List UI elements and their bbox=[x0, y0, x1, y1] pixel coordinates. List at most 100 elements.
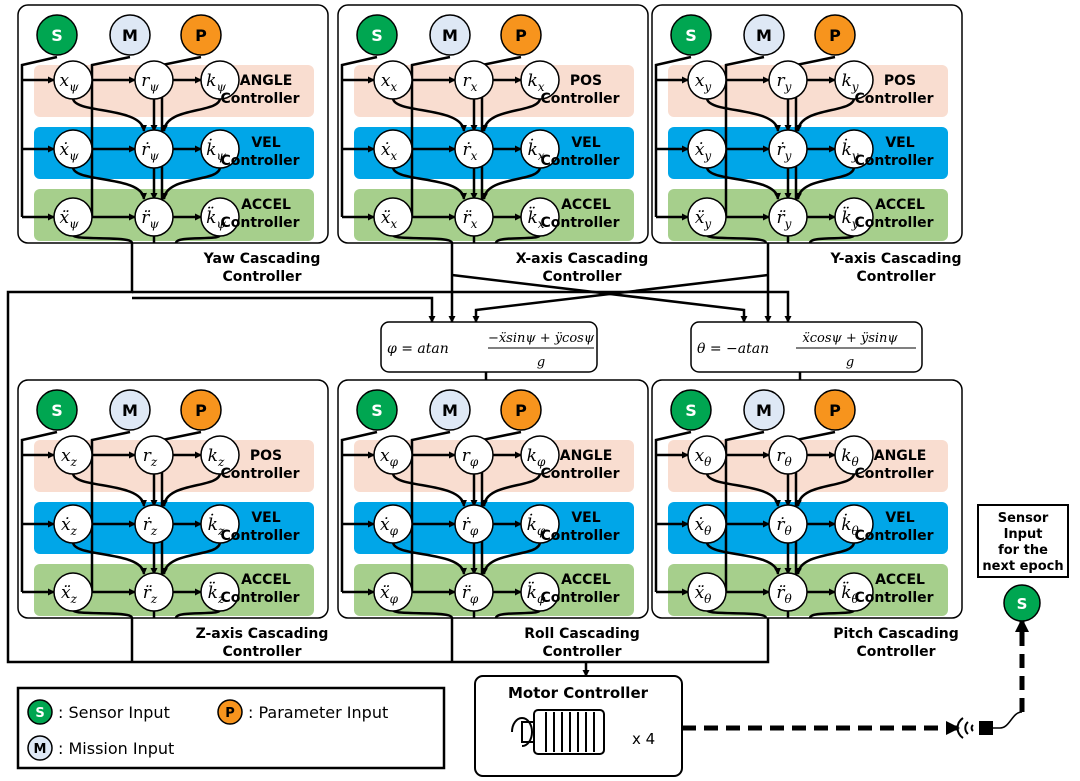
variable-node: rθ bbox=[768, 435, 808, 475]
variable-node-label: ẍz bbox=[61, 583, 78, 606]
band-label: VEL Controller bbox=[854, 135, 933, 169]
variable-node-label: k̇φ bbox=[527, 513, 546, 538]
variable-node: ẍz bbox=[53, 572, 93, 612]
band-2 bbox=[668, 189, 948, 241]
variable-node: rz bbox=[134, 435, 174, 475]
variable-node-label: ẋz bbox=[61, 515, 78, 538]
variable-node-label: k̈y bbox=[841, 206, 858, 231]
variable-node: r̈x bbox=[454, 197, 494, 237]
variable-node-label: kx bbox=[527, 71, 544, 94]
variable-node-label: ṙψ bbox=[141, 140, 159, 163]
input-node-s: S bbox=[670, 389, 712, 431]
svg-text:VEL: VEL bbox=[251, 510, 280, 526]
yaw-to-roll-wire bbox=[132, 296, 436, 323]
variable-node: ẍψ bbox=[53, 197, 93, 237]
band-2 bbox=[34, 564, 314, 616]
svg-text:Controller: Controller bbox=[540, 153, 619, 169]
input-node-s: S bbox=[36, 14, 78, 56]
variable-node-label: k̇x bbox=[527, 138, 544, 163]
variable-node-label: k̈z bbox=[208, 581, 225, 606]
variable-node: k̈x bbox=[520, 197, 560, 237]
variable-node-label: ẋθ bbox=[695, 515, 713, 538]
input-node-letter: M bbox=[442, 401, 458, 420]
variable-node-label: ry bbox=[777, 71, 792, 94]
wiring bbox=[6, 242, 1029, 735]
band-0 bbox=[34, 440, 314, 492]
svg-text:M: M bbox=[34, 742, 47, 757]
svg-text:Controller: Controller bbox=[540, 215, 619, 231]
band-2 bbox=[34, 189, 314, 241]
variable-node-label: ṙφ bbox=[462, 515, 479, 538]
motor-icon bbox=[511, 709, 605, 755]
controller-wiring bbox=[340, 55, 542, 245]
variable-node: ry bbox=[768, 60, 808, 100]
variable-node: r̈y bbox=[768, 197, 808, 237]
svg-text:Controller: Controller bbox=[542, 269, 621, 285]
variable-node-label: r̈φ bbox=[462, 583, 479, 606]
svg-text:Controller: Controller bbox=[220, 153, 299, 169]
svg-text:ACCEL: ACCEL bbox=[561, 572, 611, 588]
variable-node-label: ẍy bbox=[695, 208, 712, 231]
band-1 bbox=[34, 127, 314, 179]
input-node-letter: M bbox=[122, 26, 138, 45]
svg-text:VEL: VEL bbox=[885, 510, 914, 526]
legend-item-p: P: Parameter Input bbox=[217, 699, 388, 725]
variable-node: ẋy bbox=[687, 129, 727, 169]
variable-node: xψ bbox=[53, 60, 93, 100]
roll-formula-lhs: φ = atan bbox=[387, 341, 449, 357]
variable-node-label: ẍψ bbox=[59, 208, 79, 231]
svg-text:: Sensor Input: : Sensor Input bbox=[58, 703, 170, 722]
variable-node-label: kθ bbox=[841, 446, 859, 469]
variable-node-label: xφ bbox=[380, 446, 399, 469]
variable-node: ṙψ bbox=[134, 129, 174, 169]
yaw-to-pitch-wire bbox=[132, 290, 792, 323]
roll-formula-den: g bbox=[537, 355, 545, 370]
pitch-formula-den: g bbox=[846, 355, 854, 370]
variable-node-label: k̈θ bbox=[841, 581, 859, 606]
input-node-m: M bbox=[429, 389, 471, 431]
variable-node-label: ṙx bbox=[463, 140, 478, 163]
variable-node: kz bbox=[200, 435, 240, 475]
band-2 bbox=[354, 564, 634, 616]
roll-formula-box: φ = atan −ẍsinψ + ÿcosψ g bbox=[380, 321, 598, 373]
svg-text:Controller: Controller bbox=[222, 269, 301, 285]
variable-node-label: ẋx bbox=[381, 140, 398, 163]
svg-text:S: S bbox=[1017, 595, 1028, 613]
svg-text:Controller: Controller bbox=[854, 153, 933, 169]
variable-node-label: ṙy bbox=[777, 140, 792, 163]
variable-node: r̈φ bbox=[454, 572, 494, 612]
variable-node-label: ky bbox=[841, 71, 858, 94]
svg-text:Pitch Cascading: Pitch Cascading bbox=[833, 626, 959, 642]
svg-text:VEL: VEL bbox=[885, 135, 914, 151]
band-0 bbox=[34, 65, 314, 117]
variable-node: xφ bbox=[373, 435, 413, 475]
variable-node-label: k̈ψ bbox=[206, 206, 226, 231]
input-node-letter: M bbox=[756, 401, 772, 420]
svg-text:Yaw Cascading: Yaw Cascading bbox=[203, 251, 321, 267]
svg-text:ACCEL: ACCEL bbox=[875, 197, 925, 213]
svg-text:: Mission Input: : Mission Input bbox=[58, 739, 174, 758]
band-1 bbox=[668, 127, 948, 179]
variable-node: r̈ψ bbox=[134, 197, 174, 237]
legend-item-s: S: Sensor Input bbox=[27, 699, 170, 725]
variable-node: ṙφ bbox=[454, 504, 494, 544]
band-0 bbox=[668, 440, 948, 492]
input-node-letter: P bbox=[195, 401, 207, 420]
variable-node-label: ṙθ bbox=[776, 515, 792, 538]
svg-text:ANGLE: ANGLE bbox=[240, 73, 293, 89]
variable-node: ẍφ bbox=[373, 572, 413, 612]
variable-node: xz bbox=[53, 435, 93, 475]
